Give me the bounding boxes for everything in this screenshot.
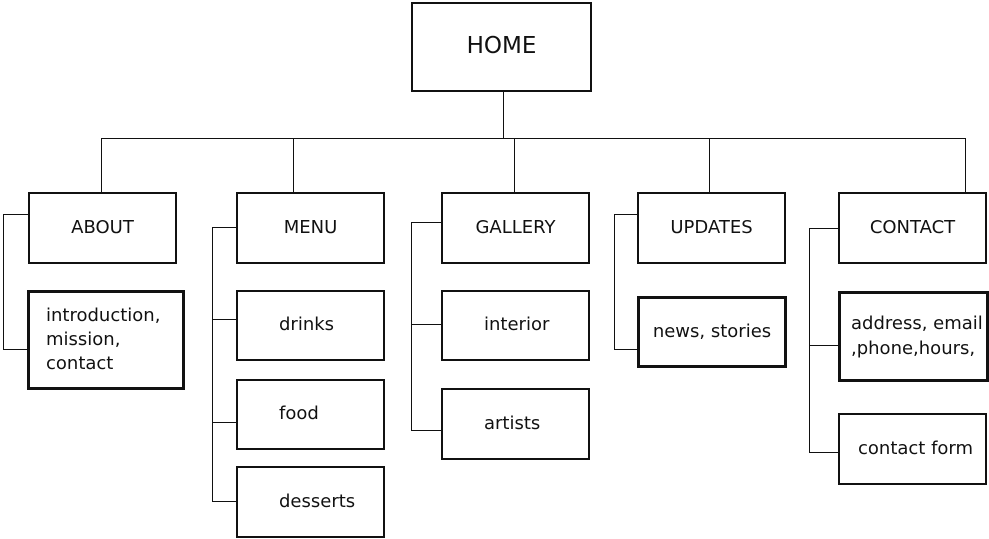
contact-child-form: contact form — [838, 413, 987, 485]
connector — [809, 228, 839, 229]
connector — [101, 138, 966, 139]
menu-child-desserts: desserts — [236, 466, 385, 538]
home-node: HOME — [411, 2, 592, 92]
gallery-child-interior: interior — [441, 290, 590, 361]
connector — [212, 227, 213, 501]
connector — [3, 349, 28, 350]
about-child-node: introduction, mission, contact — [27, 290, 185, 390]
menu-child-drinks: drinks — [236, 290, 385, 361]
contact-node: CONTACT — [838, 192, 987, 264]
connector — [614, 214, 615, 349]
connector — [212, 227, 237, 228]
connector — [3, 214, 28, 215]
connector — [212, 319, 237, 320]
updates-node: UPDATES — [637, 192, 786, 264]
about-node: ABOUT — [28, 192, 177, 264]
menu-node: MENU — [236, 192, 385, 264]
connector — [965, 138, 966, 192]
connector — [614, 349, 638, 350]
connector — [3, 214, 4, 349]
connector — [809, 345, 839, 346]
contact-child-address: address, email ,phone,hours, — [838, 291, 989, 382]
connector — [809, 452, 839, 453]
connector — [411, 222, 442, 223]
gallery-node: GALLERY — [441, 192, 590, 264]
connector — [614, 214, 638, 215]
connector — [411, 324, 442, 325]
menu-child-food: food — [236, 379, 385, 450]
gallery-child-artists: artists — [441, 388, 590, 460]
connector — [503, 91, 504, 138]
connector — [411, 430, 442, 431]
connector — [514, 138, 515, 192]
connector — [809, 228, 810, 452]
updates-child-node: news, stories — [637, 296, 787, 368]
connector — [101, 138, 102, 192]
connector — [709, 138, 710, 192]
connector — [411, 222, 412, 430]
connector — [212, 422, 237, 423]
connector — [293, 138, 294, 192]
connector — [212, 501, 237, 502]
